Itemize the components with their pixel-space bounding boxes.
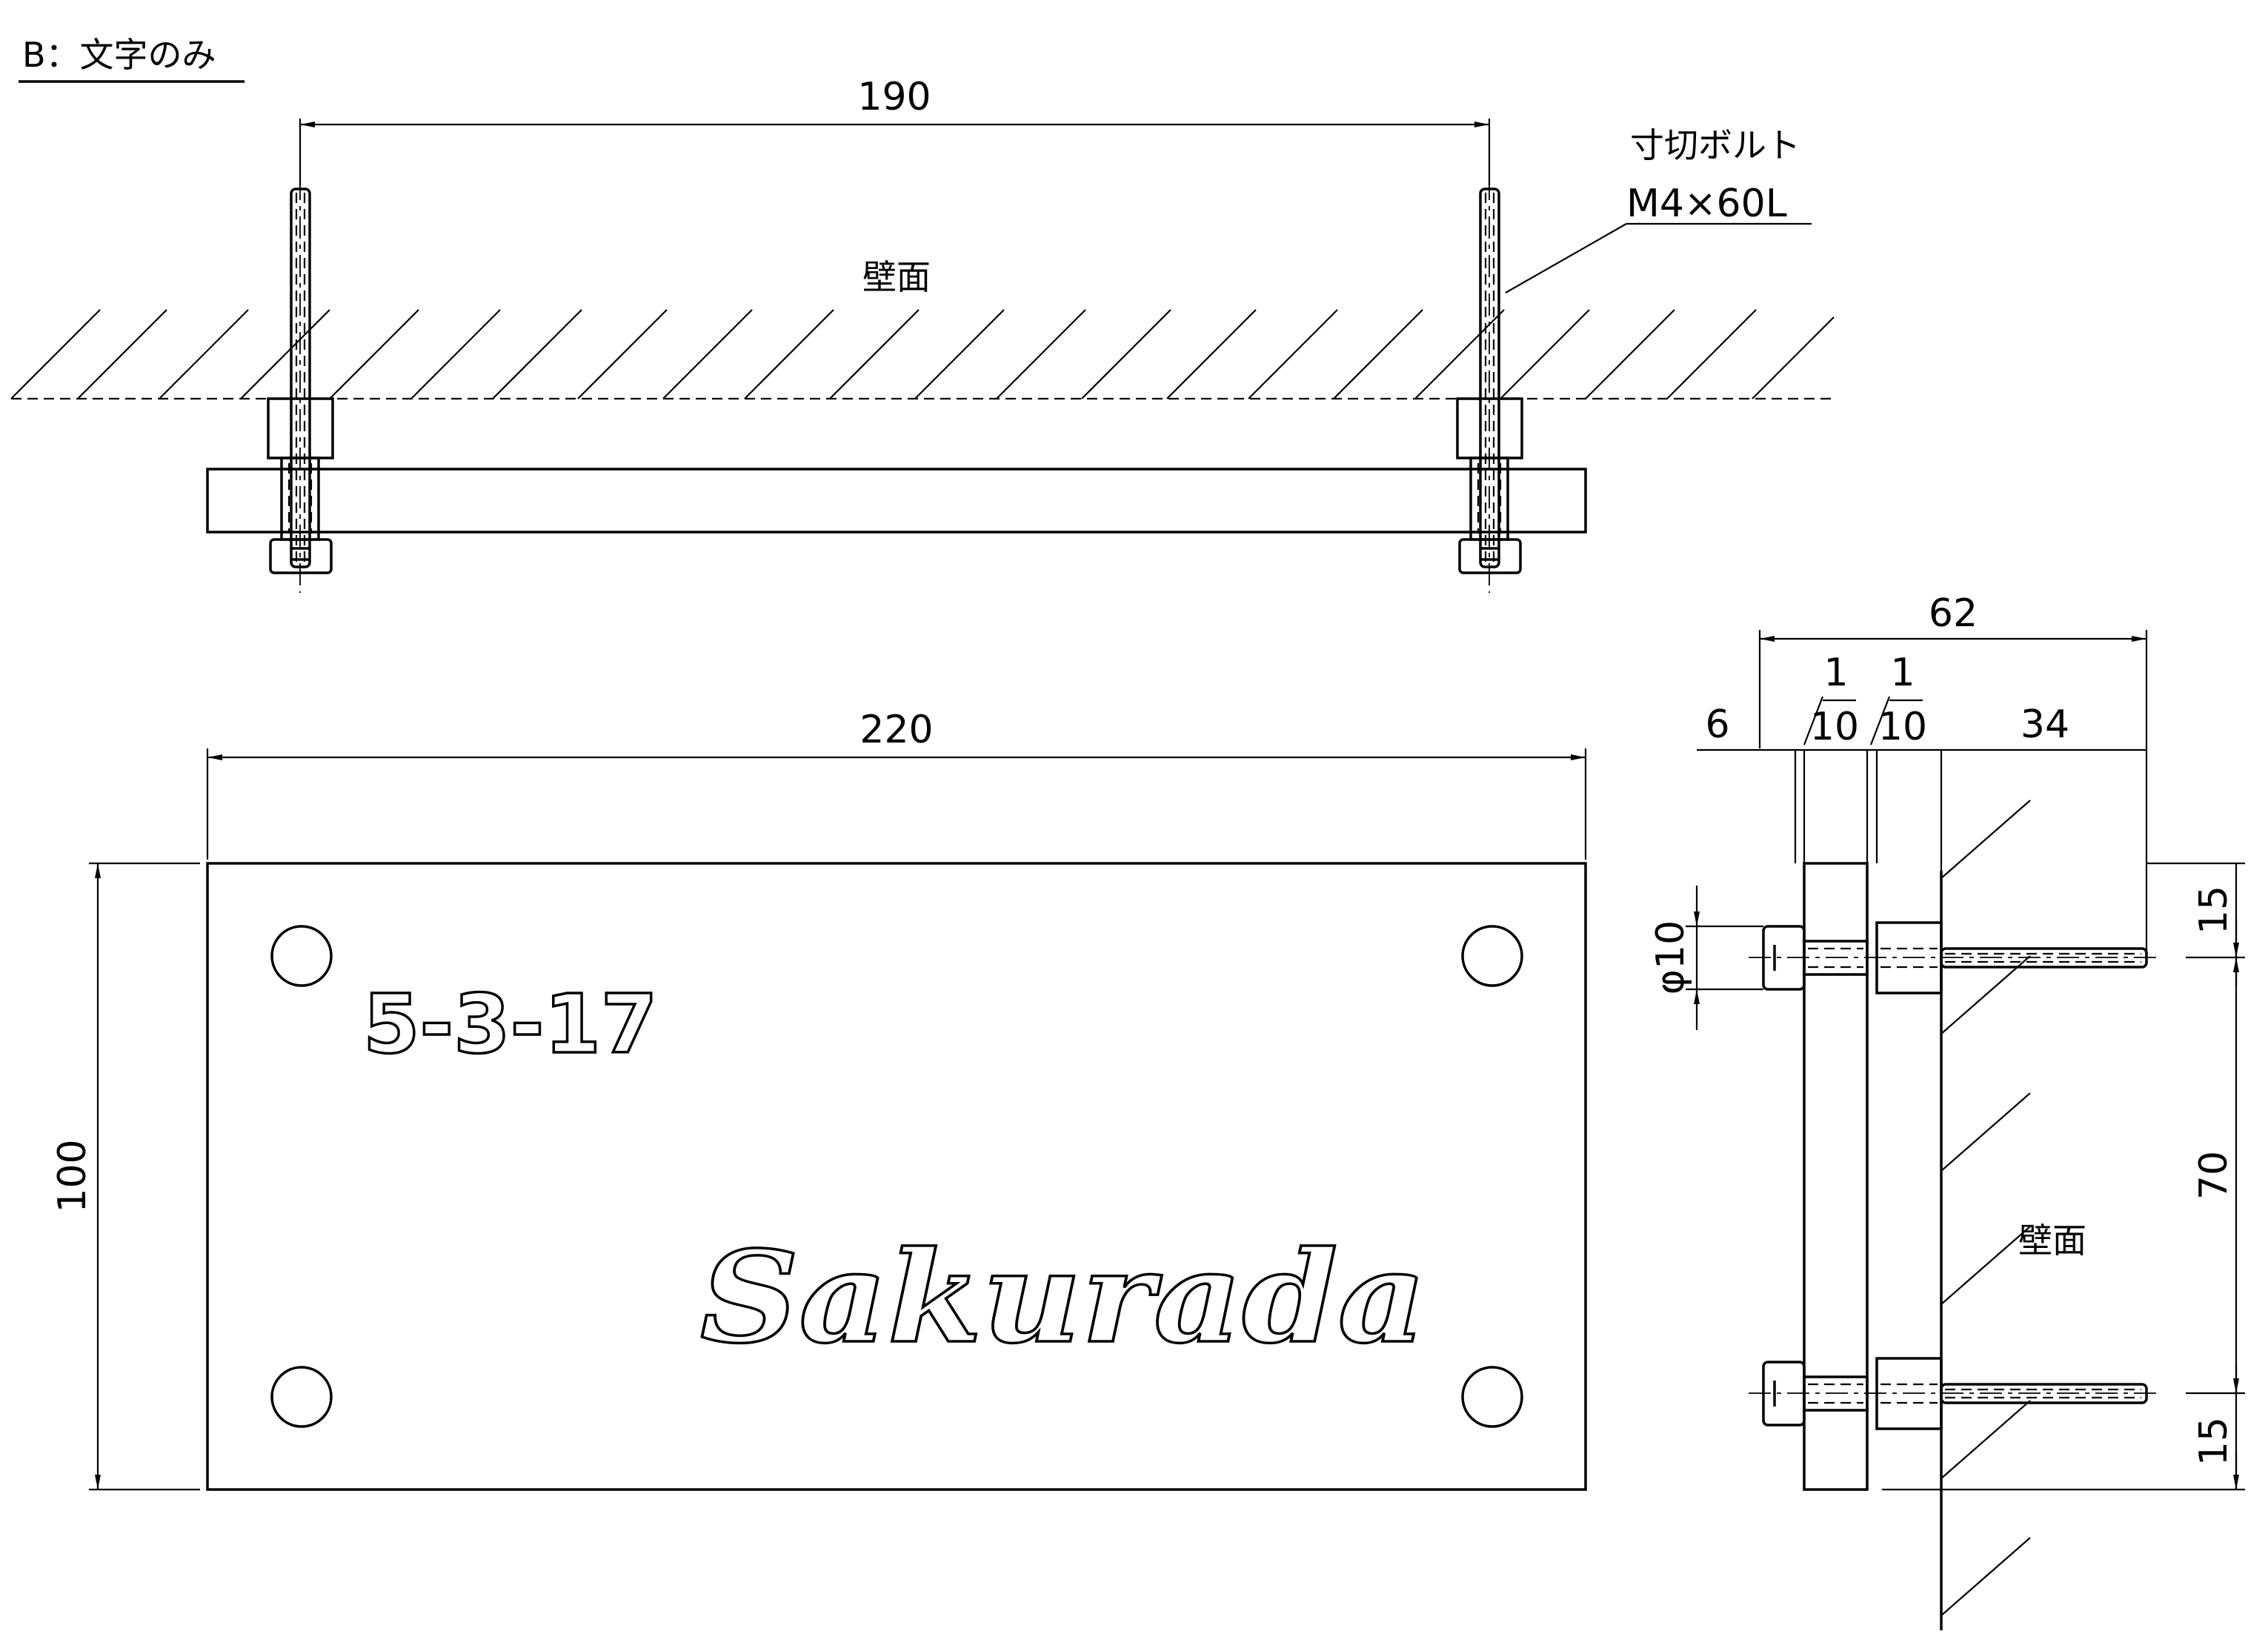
front-view: 220 100 5-3-17 Sakurada <box>50 708 1587 1491</box>
bolt-assembly-side-bottom <box>1749 1357 2156 1430</box>
bolt-label-spec: M4×60L <box>1626 182 1787 226</box>
dim-1a-den: 10 <box>1810 705 1859 749</box>
header: B：文字のみ <box>19 35 245 83</box>
dim-1b-num: 1 <box>1890 651 1915 695</box>
frac-1b-slash <box>1869 696 1891 746</box>
dim-100-label: 100 <box>50 1139 95 1212</box>
plate-front <box>206 862 1587 1491</box>
hole-top-left <box>270 925 333 987</box>
dim-220-label: 220 <box>859 708 933 752</box>
hole-top-right <box>1461 925 1523 987</box>
dim-6-label: 6 <box>1705 703 1729 747</box>
top-view: 190 壁面 寸切 <box>10 75 1835 593</box>
plate-top-view <box>206 468 1587 534</box>
hole-bottom-left <box>270 1366 333 1428</box>
dim-15-bottom-label: 15 <box>2192 1417 2236 1466</box>
plate-side <box>1803 862 1869 1491</box>
bolt-assembly-side-top <box>1749 921 2156 995</box>
bolt-assembly-right <box>1456 178 1523 593</box>
plate-number-text: 5-3-17 <box>363 977 657 1072</box>
dim-15-top-label: 15 <box>2192 886 2236 934</box>
side-view: 62 6 1 10 1 10 34 壁面 <box>1649 591 2245 1630</box>
wall-label-top: 壁面 <box>862 257 931 297</box>
dim-34-label: 34 <box>2021 703 2069 747</box>
dim-1a-num: 1 <box>1823 651 1848 695</box>
bolt-label-name: 寸切ボルト <box>1630 125 1800 165</box>
drawing-title: B：文字のみ <box>22 35 216 75</box>
plate-name-text: Sakurada <box>700 1223 1426 1372</box>
dim-190-label: 190 <box>857 75 931 119</box>
wall-hatch-side <box>1941 800 2031 1616</box>
hole-bottom-right <box>1461 1366 1523 1428</box>
bolt-assembly-left <box>267 178 334 593</box>
wall-label-side: 壁面 <box>2018 1221 2086 1261</box>
dim-70-label: 70 <box>2192 1151 2236 1200</box>
dim-dia-label: φ10 <box>1649 920 1693 995</box>
dim-1b-den: 10 <box>1878 705 1927 749</box>
frac-1a-slash <box>1803 696 1824 746</box>
dim-62-label: 62 <box>1929 591 1978 636</box>
wall-hatch-top <box>10 309 1835 400</box>
bolt-leader-line <box>1505 223 1627 293</box>
